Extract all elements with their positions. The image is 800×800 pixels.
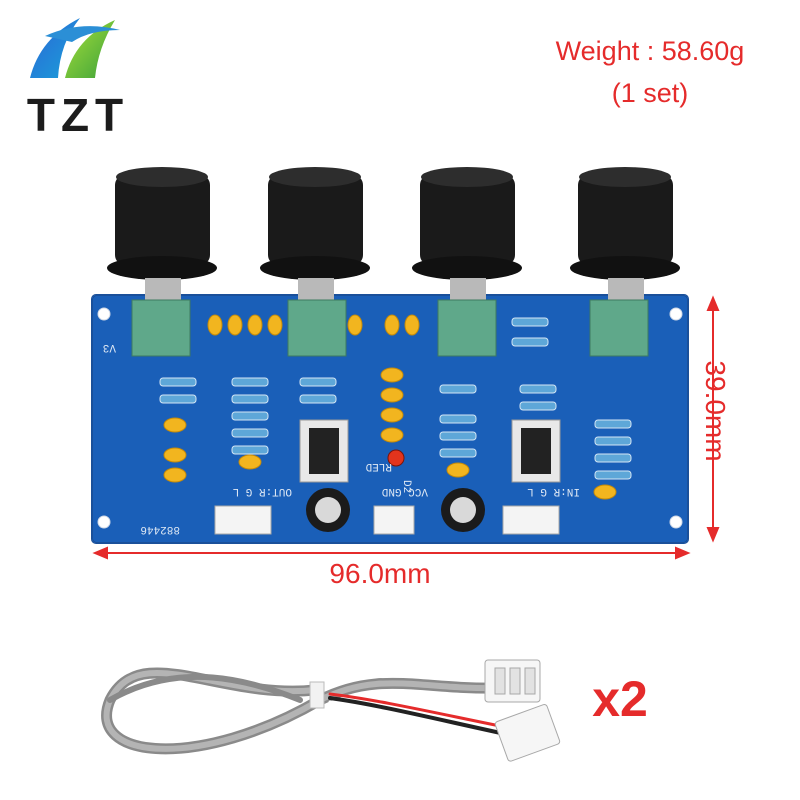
serial-silkscreen: 882446 (140, 523, 180, 535)
knob-2 (260, 167, 370, 300)
electrolytic-capacitors (306, 488, 485, 532)
weight-set-line: (1 set) (611, 78, 689, 108)
power-silkscreen: VCC GND (381, 485, 428, 497)
mounting-hole (97, 515, 111, 529)
potentiometer (131, 299, 191, 357)
out-silkscreen: OUT:R G L (233, 485, 292, 497)
height-dimension-label: 39.0mm (700, 360, 731, 462)
potentiometer (589, 299, 649, 357)
ceramic-capacitors (163, 314, 617, 500)
brand-logo-text: TZT (26, 89, 130, 141)
tzt-logo-icon (30, 18, 120, 78)
board-connectors (214, 505, 560, 535)
width-dimension-label: 96.0mm (329, 558, 431, 589)
in-silkscreen: IN:R G L (527, 485, 580, 497)
weight-line: Weight : 58.60g (555, 36, 745, 66)
knob-1 (107, 167, 217, 300)
cable-quantity-label: x2 (592, 671, 648, 727)
red-led (387, 449, 405, 467)
mounting-hole (669, 515, 683, 529)
version-silkscreen: V3 (103, 341, 116, 353)
connector-cable-illustration (101, 667, 512, 755)
mounting-hole (97, 307, 111, 321)
cable-plugs (484, 659, 561, 762)
d2-silkscreen: D2 (400, 480, 412, 493)
weight-info: Weight : 58.60g (1 set) (520, 30, 780, 114)
led-silkscreen: RLED (365, 460, 392, 472)
potentiometer (287, 299, 347, 357)
knob-4 (570, 167, 680, 300)
dimension-markers (92, 295, 720, 560)
potentiometer (437, 299, 497, 357)
mounting-hole (669, 307, 683, 321)
ic-sockets (299, 419, 561, 483)
knob-3 (412, 167, 522, 300)
